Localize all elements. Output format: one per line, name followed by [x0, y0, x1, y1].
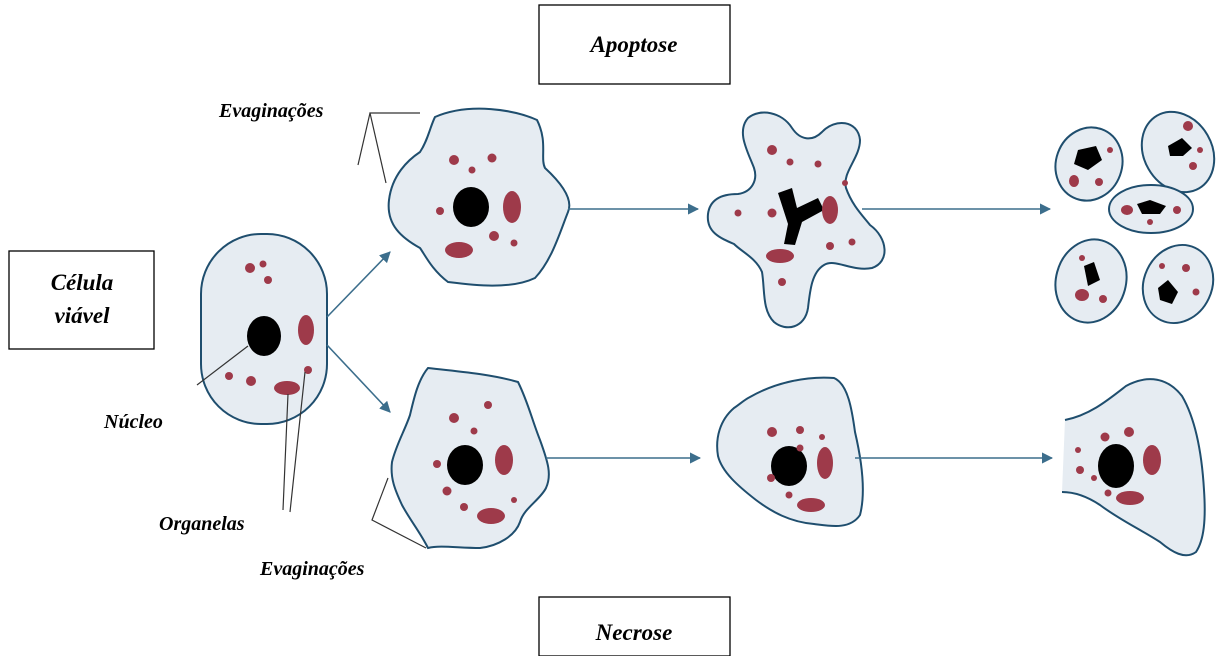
apoptose-title-box: Apoptose: [539, 5, 730, 84]
blebs-label-top: Evaginações: [218, 100, 324, 122]
organelles-label: Organelas: [159, 513, 245, 535]
arrow-to-necrosis: [327, 345, 390, 412]
necrosis-stage1-cell: [392, 368, 549, 548]
apoptotic-body: [1046, 231, 1135, 330]
apoptotic-body: [1130, 233, 1216, 334]
necrosis-stage3-cell: [1062, 379, 1205, 555]
necrosis-stage2-cell: [717, 378, 863, 526]
necrose-title-box: Necrose: [539, 597, 730, 656]
apoptosis-stage2-cell: [708, 113, 885, 328]
viable-cell: [201, 234, 327, 424]
apoptosis-stage1-cell: [389, 109, 570, 286]
apoptose-title: Apoptose: [589, 32, 678, 57]
apoptotic-bodies: [1045, 99, 1216, 335]
viable-cell-label-box: Célula viável: [9, 251, 154, 349]
blebs-label-bottom: Evaginações: [259, 558, 365, 580]
necrose-title: Necrose: [595, 620, 673, 645]
arrow-to-apoptosis: [327, 252, 390, 317]
viable-cell-label-line2: viável: [55, 303, 111, 328]
nucleus-label: Núcleo: [103, 411, 163, 433]
viable-cell-label-line1: Célula: [51, 270, 114, 295]
apoptotic-body: [1109, 185, 1193, 233]
